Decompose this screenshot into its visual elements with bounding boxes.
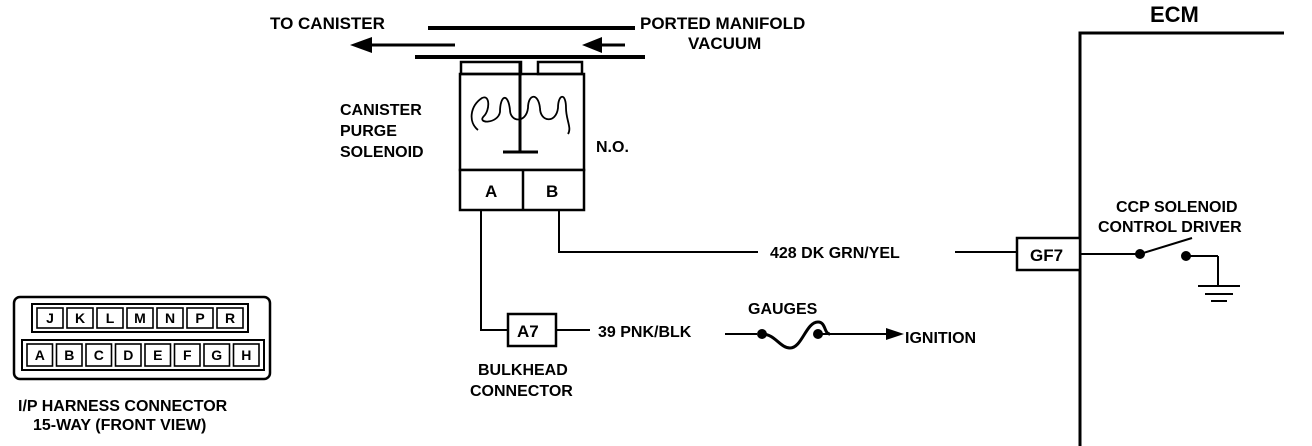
wire-428 (558, 210, 758, 253)
ecm-border (1078, 31, 1284, 446)
harness-pin-label-k: K (75, 310, 85, 326)
harness-pin-label-f: F (183, 347, 192, 363)
fuse-link (761, 320, 831, 350)
harness-pin-cell-f (173, 343, 201, 367)
vacuum-label: VACUUM (688, 34, 761, 53)
solenoid-pin-b: B (546, 182, 558, 201)
harness-caption-line1: I/P HARNESS CONNECTOR (18, 398, 228, 415)
canister-purge-solenoid: A B (458, 60, 586, 212)
ported-manifold-label: PORTED MANIFOLD (640, 14, 805, 33)
harness-pin-cell-l (96, 307, 124, 329)
harness-pin-label-p: P (195, 310, 204, 326)
vacuum-lines (350, 26, 645, 59)
ip-harness-connector: J K L M N P R A B C D E F G H (12, 295, 272, 381)
to-canister-arrow-head (350, 37, 372, 53)
harness-pin-label-l: L (106, 310, 115, 326)
ground-icon (1198, 285, 1240, 302)
ported-vacuum-arrow-head (582, 37, 602, 53)
solenoid-body (458, 72, 586, 172)
harness-pin-cell-k (66, 307, 94, 329)
wire-39-label: 39 PNK/BLK (598, 324, 692, 341)
fuse-label: GAUGES (748, 301, 818, 318)
ccp-driver-line2: CONTROL DRIVER (1098, 219, 1242, 236)
wire-428-label: 428 DK GRN/YEL (770, 245, 900, 262)
harness-top-row-frame (31, 303, 249, 333)
harness-pin-cell-c (85, 343, 113, 367)
solenoid-port-left (459, 60, 523, 76)
bulkhead-label-line2: CONNECTOR (470, 383, 573, 400)
switch-blade (1139, 237, 1193, 255)
harness-caption-line2: 15-WAY (FRONT VIEW) (33, 417, 206, 434)
bulkhead-pin: A7 (517, 322, 539, 341)
harness-pin-cell-n (156, 307, 184, 329)
harness-pin-label-d: D (123, 347, 133, 363)
solenoid-state: N.O. (596, 139, 629, 156)
harness-pin-cell-g (203, 343, 231, 367)
bulkhead-label-line1: BULKHEAD (478, 362, 568, 379)
solenoid-name-line3: SOLENOID (340, 144, 424, 161)
harness-pin-label-j: J (46, 310, 54, 326)
ecm-block (1015, 31, 1284, 446)
harness-pin-cell-b (55, 343, 83, 367)
harness-pin-cell-r (216, 307, 244, 329)
solenoid-name-line2: PURGE (340, 123, 397, 140)
gauges-fuse (757, 320, 904, 350)
harness-bottom-row: A B C D E F G H (26, 343, 260, 367)
harness-pin-cell-p (186, 307, 214, 329)
harness-pin-label-a: A (35, 347, 45, 363)
ecm-pin: GF7 (1030, 246, 1063, 265)
ignition-arrow-head (886, 328, 904, 340)
harness-pin-label-g: G (211, 347, 222, 363)
harness-pin-label-m: M (134, 310, 146, 326)
harness-pin-label-e: E (153, 347, 162, 363)
solenoid-name-line1: CANISTER (340, 102, 422, 119)
harness-pin-cell-a (26, 343, 54, 367)
harness-pin-cell-d (114, 343, 142, 367)
bulkhead-pin-box (506, 312, 558, 348)
harness-pin-label-h: H (241, 347, 251, 363)
harness-bottom-row-frame (21, 339, 265, 371)
solenoid-port-right (536, 60, 584, 76)
harness-pin-cell-m (126, 307, 154, 329)
harness-pin-label-n: N (165, 310, 175, 326)
to-canister-label: TO CANISTER (270, 14, 385, 33)
solenoid-coil (470, 95, 571, 135)
harness-pin-cell-e (144, 343, 172, 367)
harness-pin-cell-h (232, 343, 260, 367)
wire-a (480, 210, 508, 331)
harness-outer-shell (12, 295, 272, 381)
solenoid-pin-a: A (485, 182, 497, 201)
harness-pin-label-b: B (64, 347, 74, 363)
harness-pin-label-c: C (94, 347, 104, 363)
harness-pin-cell-j (36, 307, 64, 329)
ccp-driver-line1: CCP SOLENOID (1116, 199, 1238, 216)
ignition-label: IGNITION (905, 330, 976, 347)
ecm-title: ECM (1150, 2, 1199, 27)
harness-pin-label-r: R (225, 310, 235, 326)
